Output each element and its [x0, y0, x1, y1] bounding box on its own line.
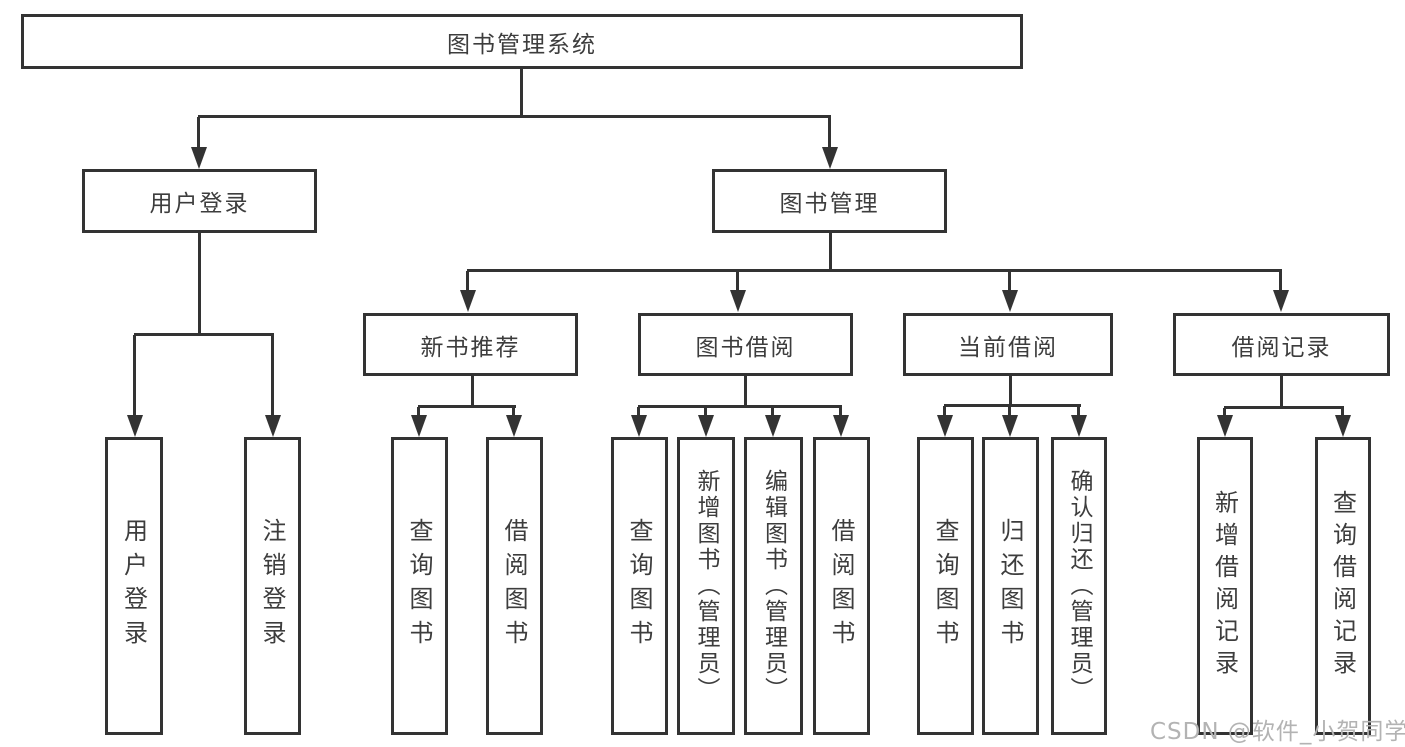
connector-borrow-records-rail: [1224, 406, 1344, 409]
connector-leaf-stem: [512, 407, 515, 415]
connector-leaf-stem: [133, 335, 136, 415]
arrow-down-icon: [506, 415, 522, 437]
leaf-confirm-return-admin: 确认归还（管理员）: [1051, 437, 1107, 735]
leaf-borrow-books-recommend: 借阅图书: [486, 437, 543, 735]
connector-leaf-stem: [1341, 408, 1344, 415]
node-root: 图书管理系统: [21, 14, 1023, 69]
arrow-down-icon: [191, 147, 207, 169]
leaf-edit-books-admin-label: 编辑图书（管理员）: [760, 469, 787, 703]
leaf-add-borrow-record: 新增借阅记录: [1197, 437, 1253, 735]
connector-leaf-stem: [704, 407, 707, 415]
node-book-management-label: 图书管理: [779, 191, 880, 217]
leaf-query-books-current-label: 查询图书: [931, 518, 959, 654]
leaf-borrow-books: 借阅图书: [813, 437, 870, 735]
node-borrow-records: 借阅记录: [1173, 313, 1390, 376]
connector-root-stem: [520, 69, 523, 117]
connector-leaf-stem: [1223, 408, 1226, 415]
arrow-down-icon: [937, 415, 953, 437]
connector-level3-stem: [1279, 271, 1282, 290]
leaf-borrow-books-recommend-label: 借阅图书: [500, 518, 528, 654]
connector-leaf-stem: [637, 407, 640, 415]
connector-leaf-stem: [839, 407, 842, 415]
connector-book-borrow-rail: [638, 405, 842, 408]
connector-leaf-stem: [1077, 406, 1080, 415]
node-user-login-label: 用户登录: [149, 191, 250, 217]
connector-user-login-stem: [197, 117, 200, 147]
arrow-down-icon: [1273, 290, 1289, 312]
connector-leaf-stem: [417, 407, 420, 415]
connector-current-borrow-down: [1009, 376, 1012, 406]
arrow-down-icon: [1335, 415, 1351, 437]
arrow-down-icon: [1002, 415, 1018, 437]
leaf-query-books-borrow: 查询图书: [611, 437, 668, 735]
connector-current-borrow-rail: [944, 404, 1081, 407]
leaf-add-books-admin: 新增图书（管理员）: [677, 437, 735, 735]
node-new-book-recommend-label: 新书推荐: [420, 334, 521, 361]
node-current-borrow-label: 当前借阅: [958, 334, 1058, 361]
node-user-login: 用户登录: [82, 169, 317, 233]
connector-new-book-rail: [418, 405, 516, 408]
connector-leaf-stem: [771, 407, 774, 415]
arrow-down-icon: [460, 290, 476, 312]
connector-book-borrow-down: [744, 376, 747, 407]
connector-leaf-stem: [1008, 406, 1011, 415]
connector-book-management-stem: [828, 117, 831, 147]
node-book-borrow: 图书借阅: [638, 313, 853, 376]
connector-level3-stem: [1008, 271, 1011, 290]
connector-new-book-down: [471, 376, 474, 407]
leaf-edit-books-admin: 编辑图书（管理员）: [744, 437, 803, 735]
node-new-book-recommend: 新书推荐: [363, 313, 578, 376]
leaf-user-login-label: 用户登录: [119, 518, 148, 654]
leaf-user-login: 用户登录: [105, 437, 163, 735]
node-book-borrow-label: 图书借阅: [695, 334, 796, 361]
arrow-down-icon: [411, 415, 427, 437]
arrow-down-icon: [127, 415, 143, 437]
leaf-query-books-recommend: 查询图书: [391, 437, 448, 735]
arrow-down-icon: [833, 415, 849, 437]
connector-level3-stem: [736, 271, 739, 290]
node-borrow-records-label: 借阅记录: [1231, 334, 1332, 361]
leaf-borrow-books-label: 借阅图书: [827, 518, 855, 654]
arrow-down-icon: [1071, 415, 1087, 437]
arrow-down-icon: [1217, 415, 1233, 437]
leaf-return-books-label: 归还图书: [996, 518, 1024, 654]
node-root-label: 图书管理系统: [447, 31, 597, 58]
leaf-query-books-borrow-label: 查询图书: [625, 518, 653, 654]
arrow-down-icon: [265, 415, 281, 437]
connector-leaf-stem: [271, 335, 274, 415]
leaf-confirm-return-admin-label: 确认归还（管理员）: [1066, 469, 1092, 703]
connector-borrow-records-down: [1280, 376, 1283, 408]
leaf-logout: 注销登录: [244, 437, 301, 735]
arrow-down-icon: [765, 415, 781, 437]
arrow-down-icon: [698, 415, 714, 437]
connector-book-management-down: [829, 233, 832, 271]
arrow-down-icon: [631, 415, 647, 437]
leaf-logout-label: 注销登录: [258, 518, 286, 654]
leaf-add-borrow-record-label: 新增借阅记录: [1210, 490, 1239, 682]
node-current-borrow: 当前借阅: [903, 313, 1113, 376]
watermark: CSDN @软件_小贺同学: [1150, 719, 1405, 745]
arrow-down-icon: [730, 290, 746, 312]
connector-level3-stem: [466, 271, 469, 290]
arrow-down-icon: [1002, 290, 1018, 312]
node-book-management: 图书管理: [712, 169, 947, 233]
leaf-query-books-recommend-label: 查询图书: [405, 518, 433, 654]
connector-user-login-rail: [134, 333, 274, 336]
connector-level2-rail: [198, 115, 831, 118]
connector-user-login-down: [198, 233, 201, 335]
arrow-down-icon: [822, 147, 838, 169]
leaf-return-books: 归还图书: [982, 437, 1039, 735]
leaf-add-books-admin-label: 新增图书（管理员）: [693, 469, 719, 703]
leaf-query-borrow-record-label: 查询借阅记录: [1328, 490, 1357, 682]
leaf-query-books-current: 查询图书: [917, 437, 974, 735]
leaf-query-borrow-record: 查询借阅记录: [1315, 437, 1371, 735]
connector-level3-rail: [467, 269, 1282, 272]
connector-leaf-stem: [943, 406, 946, 415]
